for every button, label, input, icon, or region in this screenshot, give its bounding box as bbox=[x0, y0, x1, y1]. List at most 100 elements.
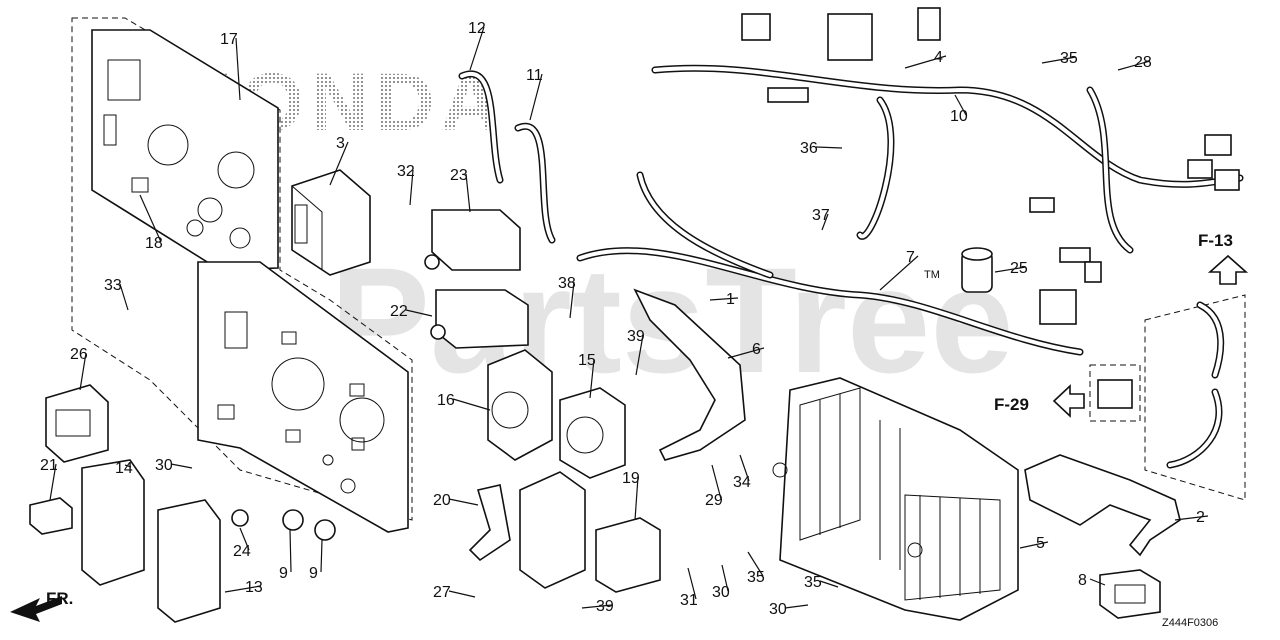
callout-number: 22 bbox=[390, 303, 408, 320]
capacitor bbox=[961, 247, 993, 293]
callout-leader bbox=[224, 585, 262, 593]
callout-leader bbox=[139, 194, 162, 243]
callout-number: 39 bbox=[596, 598, 614, 615]
callout-number: 11 bbox=[526, 67, 543, 84]
callout-leader bbox=[581, 604, 613, 609]
receptacle-cover-lower bbox=[157, 499, 221, 623]
callout-leader bbox=[119, 283, 129, 311]
callout-number: 1 bbox=[726, 291, 735, 308]
circuit-breaker-upper bbox=[424, 209, 521, 271]
callout-number: 16 bbox=[437, 392, 455, 409]
callout-number: 36 bbox=[800, 140, 818, 157]
callout-number: 27 bbox=[433, 584, 451, 601]
callout-number: 30 bbox=[155, 457, 173, 474]
callout-number: 33 bbox=[104, 277, 122, 294]
f13-reference-box bbox=[1144, 294, 1246, 501]
callout-number: 35 bbox=[804, 574, 822, 591]
callout-leader bbox=[815, 146, 843, 149]
f29-arrow bbox=[1052, 384, 1085, 418]
callout-leader bbox=[687, 567, 697, 600]
callout-leader bbox=[49, 463, 57, 501]
module-bracket bbox=[468, 484, 511, 562]
callout-leader bbox=[170, 463, 193, 469]
callout-leader bbox=[124, 464, 132, 468]
callout-leader bbox=[1019, 541, 1049, 549]
fuse-holder-b bbox=[314, 519, 336, 541]
bracket bbox=[633, 288, 746, 461]
callout-number: 26 bbox=[70, 346, 88, 363]
callout-leader bbox=[239, 527, 250, 551]
callout-number: 24 bbox=[233, 543, 251, 560]
callout-number: 39 bbox=[627, 328, 645, 345]
callout-number: 28 bbox=[1134, 54, 1152, 71]
callout-leader bbox=[235, 37, 241, 101]
callout-number: 5 bbox=[1036, 535, 1045, 552]
callout-number: 30 bbox=[769, 601, 787, 618]
callout-leader bbox=[329, 141, 349, 186]
callout-number: 10 bbox=[950, 108, 968, 125]
callout-leader bbox=[904, 55, 947, 69]
callout-leader bbox=[589, 358, 595, 399]
callout-leader bbox=[469, 26, 485, 71]
callout-leader bbox=[634, 476, 639, 521]
callout-number: 9 bbox=[309, 565, 318, 582]
ref-f13: F-13 bbox=[1198, 231, 1233, 250]
f13-arrow bbox=[1207, 254, 1249, 285]
callout-leader bbox=[721, 564, 729, 592]
callout-number: 20 bbox=[433, 492, 451, 509]
callout-leader bbox=[409, 169, 414, 206]
meter-box bbox=[291, 169, 371, 276]
callout-number: 35 bbox=[1060, 50, 1078, 67]
inverter-cover bbox=[1024, 454, 1181, 557]
callout-number: 15 bbox=[578, 352, 596, 369]
callout-number: 9 bbox=[279, 565, 288, 582]
f29-reference-box bbox=[1089, 364, 1141, 422]
callout-number: 37 bbox=[812, 207, 830, 224]
callout-number: 2 bbox=[1196, 509, 1205, 526]
callout-number: 14 bbox=[115, 460, 133, 477]
f29-connector bbox=[1097, 379, 1133, 409]
callout-number: 29 bbox=[705, 492, 723, 509]
callout-number: 19 bbox=[622, 470, 640, 487]
callout-leader bbox=[448, 590, 476, 598]
callout-leader bbox=[465, 173, 471, 213]
trademark-mark: TM bbox=[924, 269, 940, 281]
callout-leader bbox=[879, 255, 919, 291]
callout-leader bbox=[709, 297, 739, 301]
ref-f29: F-29 bbox=[994, 395, 1029, 414]
control-panel-plate bbox=[197, 261, 409, 533]
panel-cover bbox=[91, 29, 279, 271]
callout-leader bbox=[1089, 578, 1106, 586]
callout-leader bbox=[994, 266, 1027, 273]
callout-number: 4 bbox=[934, 49, 943, 66]
callout-leader bbox=[784, 604, 809, 609]
callout-leader bbox=[711, 464, 722, 500]
callout-leader bbox=[289, 529, 292, 573]
receptacle-cover-upper bbox=[81, 459, 145, 586]
callout-leader bbox=[1041, 56, 1077, 64]
callout-leader bbox=[727, 347, 765, 359]
inverter-unit bbox=[772, 377, 1019, 621]
callout-leader bbox=[529, 73, 543, 121]
receptacle-duplex bbox=[487, 349, 553, 461]
callout-leader bbox=[739, 454, 750, 482]
callout-leader bbox=[635, 334, 644, 376]
callout-number: 12 bbox=[468, 20, 486, 37]
callout-leader bbox=[569, 281, 575, 319]
callout-number: 13 bbox=[245, 579, 263, 596]
callout-number: 18 bbox=[145, 235, 163, 252]
callout-leader bbox=[954, 94, 967, 116]
callout-number: 35 bbox=[747, 569, 765, 586]
callout-number: 7 bbox=[906, 249, 915, 266]
ignition-module bbox=[595, 517, 661, 593]
callout-number: 30 bbox=[712, 584, 730, 601]
callout-leader bbox=[819, 580, 839, 588]
callout-leader bbox=[405, 309, 433, 317]
callout-leader bbox=[448, 498, 479, 506]
receptacle-single bbox=[559, 387, 626, 479]
toggle-switch bbox=[29, 497, 73, 535]
outlet-box bbox=[45, 384, 109, 463]
callout-number: 38 bbox=[558, 275, 576, 292]
callout-number: 3 bbox=[336, 135, 345, 152]
